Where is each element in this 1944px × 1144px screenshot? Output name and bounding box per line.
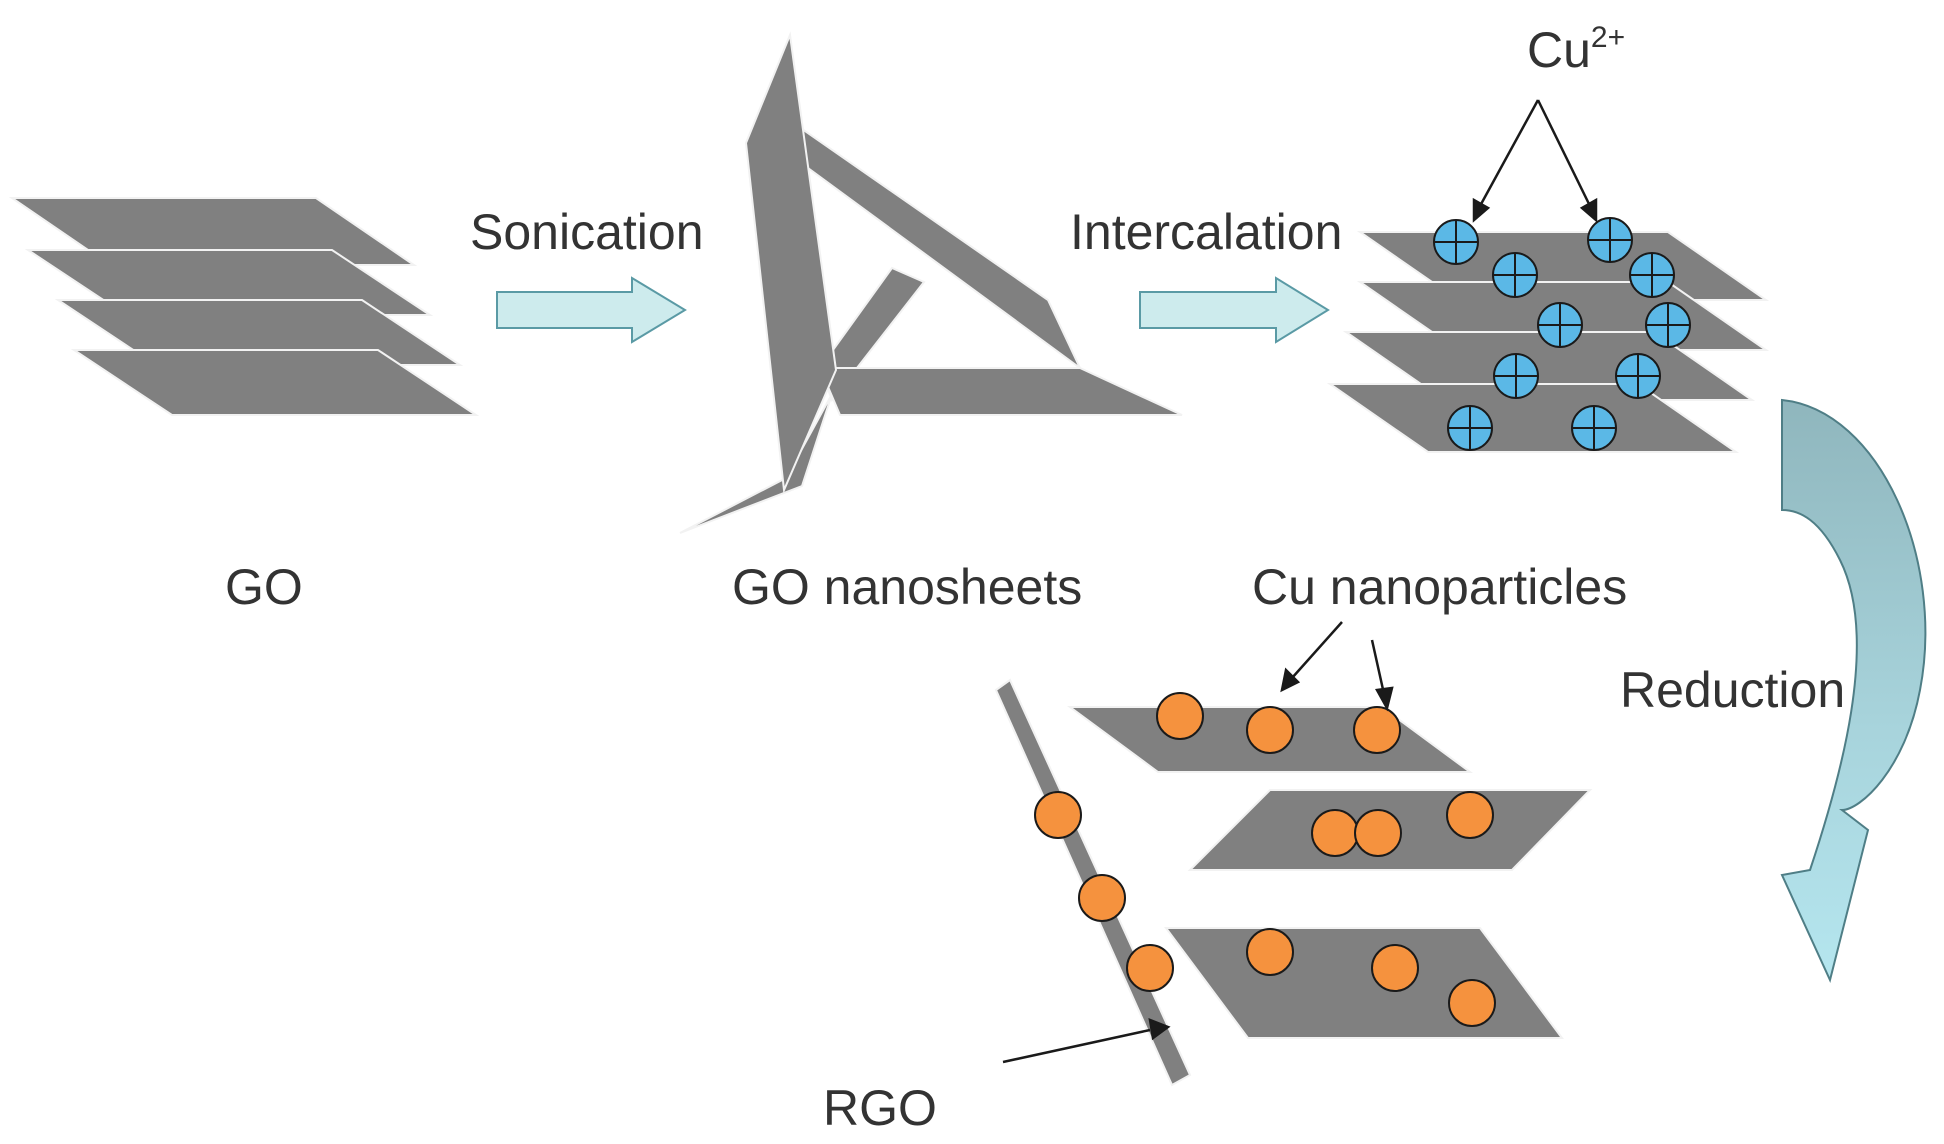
cu-nanoparticle xyxy=(1246,928,1294,976)
go-sheet xyxy=(54,299,464,366)
intercalation-arrow xyxy=(1139,276,1330,344)
cu-nanoparticle xyxy=(1246,706,1294,754)
sonication-arrow xyxy=(496,276,687,344)
cu-ion-base: Cu xyxy=(1527,22,1591,78)
cu-nanoparticle xyxy=(1446,791,1494,839)
cu-ion-charge: 2+ xyxy=(1590,21,1626,54)
sonication-label: Sonication xyxy=(470,204,704,260)
go-nanosheets-label: GO nanosheets xyxy=(732,559,1083,615)
cu-nanoparticle xyxy=(1156,692,1204,740)
cu-ion-pointers xyxy=(1472,99,1598,223)
cu-nanoparticle xyxy=(1126,944,1174,992)
reduction-arrow xyxy=(1780,398,1927,983)
go-stack xyxy=(8,197,480,416)
cu-nanoparticle xyxy=(1078,874,1126,922)
cu-nanoparticle-pointers xyxy=(1280,621,1394,712)
cu-nanoparticle xyxy=(1354,809,1402,857)
reduction-label: Reduction xyxy=(1620,662,1846,718)
cu-nanoparticle xyxy=(1371,944,1419,992)
rgo-pointer xyxy=(1002,1018,1171,1064)
cu-nanoparticles-label: Cu nanoparticles xyxy=(1252,559,1628,615)
cu-ion-plus-signs xyxy=(1434,218,1690,450)
go-sheet xyxy=(70,349,480,416)
go-nanosheets xyxy=(679,31,1183,534)
nanosheet-blade xyxy=(744,31,838,494)
rgo-label: RGO xyxy=(823,1080,937,1136)
nanosheet-base xyxy=(818,367,1183,416)
go-label: GO xyxy=(225,559,303,615)
nanosheet-blade xyxy=(790,119,1081,369)
go-sheet xyxy=(8,197,418,266)
cu-nanoparticle xyxy=(1448,979,1496,1027)
cu-nanoparticle xyxy=(1034,791,1082,839)
go-sheet xyxy=(24,249,434,316)
cu-nanoparticle-group xyxy=(1034,692,1496,1027)
intercalation-label: Intercalation xyxy=(1070,204,1343,260)
cu-nanoparticle xyxy=(1353,706,1401,754)
cu-ion-label: Cu2+ xyxy=(1527,22,1625,78)
cu-nanoparticle xyxy=(1311,809,1359,857)
rgo-sheet xyxy=(1164,927,1564,1039)
